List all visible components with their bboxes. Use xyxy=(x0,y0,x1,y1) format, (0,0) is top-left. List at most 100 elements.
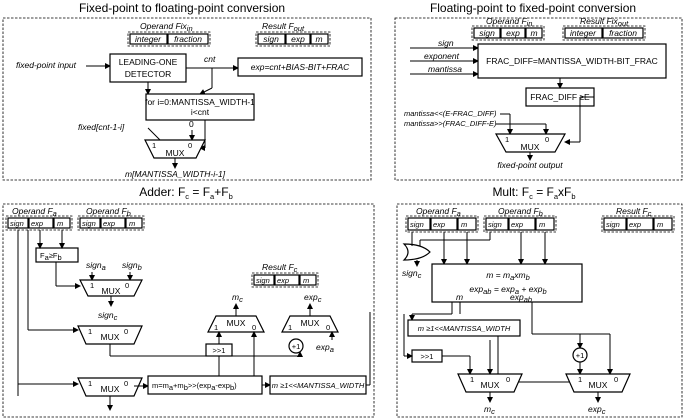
field-exp-b: exp xyxy=(103,219,115,228)
field-exp-a: exp xyxy=(31,219,43,228)
increment-node xyxy=(288,338,304,354)
mux-expc xyxy=(565,373,631,393)
fixed-output: fixed-point output xyxy=(497,160,563,170)
mux-mc-in-0: 0 xyxy=(252,323,256,332)
mux-expc-in-1: 1 xyxy=(578,375,582,384)
exp-equation: exp=cnt+BIAS-BIT+FRAC xyxy=(251,62,350,72)
field-sign-b: sign xyxy=(82,219,96,228)
field-fraction: fraction xyxy=(174,34,202,44)
result-label: Result Fixout xyxy=(580,16,629,28)
mux-exp-in-0: 0 xyxy=(124,327,128,336)
mantissa-compare-box xyxy=(407,319,521,337)
field-m-b: m xyxy=(539,220,545,229)
panel-border xyxy=(394,17,683,181)
exp-equation-box xyxy=(237,57,363,77)
mux xyxy=(494,133,567,153)
sign-b-label: signb xyxy=(122,260,142,272)
mux-sign-label: MUX xyxy=(102,286,121,296)
xor-gate xyxy=(402,243,431,261)
mux-mant-label: MUX xyxy=(101,384,120,394)
panel-title: Floating-point to fixed-point conversion xyxy=(430,1,636,15)
mux-expc-in-1: 1 xyxy=(288,323,292,332)
result-c-box xyxy=(251,272,319,288)
mc-label: mc xyxy=(232,292,243,304)
mux xyxy=(144,139,206,159)
compare-box xyxy=(35,247,79,263)
multiply-box xyxy=(431,263,583,303)
mux-in-1: 1 xyxy=(505,135,509,144)
result-box xyxy=(562,25,646,41)
mux-expc-label: MUX xyxy=(589,380,608,390)
mux-sign-in-1: 1 xyxy=(90,281,94,290)
sign-c-label: signc xyxy=(402,268,422,280)
input-exponent: exponent xyxy=(424,51,460,61)
frac-diff-box xyxy=(477,43,667,79)
mux-mant-in-0: 0 xyxy=(124,379,128,388)
mantissa-output: m[MANTISSA_WIDTH-i-1] xyxy=(125,169,226,179)
exp-eq: expab = expa + expb xyxy=(469,284,546,296)
field-exp: exp xyxy=(506,28,520,38)
field-exp-c: exp xyxy=(277,276,289,285)
panel-mult: Mult: Fc = FaxFb Operand Fa sign exp m O… xyxy=(396,185,683,418)
field-m: m xyxy=(530,28,537,38)
field-m-a: m xyxy=(57,219,63,228)
fixed-bit-label: fixed[cnt-1-i] xyxy=(78,122,125,132)
field-sign-c: sign xyxy=(606,220,620,229)
mux-exp-in-1: 1 xyxy=(88,327,92,336)
operand-box xyxy=(127,31,211,47)
field-sign-b: sign xyxy=(488,220,502,229)
mantissa-add-eq: m=ma+mb>>(expa-expb) xyxy=(152,381,237,392)
mux-expc-label: MUX xyxy=(301,318,320,328)
field-sign: sign xyxy=(479,28,495,38)
mc-label: mc xyxy=(484,404,495,416)
mux-in-1: 1 xyxy=(152,141,156,150)
sign-a-label: signa xyxy=(86,260,106,272)
mux-expc-in-0: 0 xyxy=(326,323,330,332)
increment: +1 xyxy=(292,342,301,351)
field-m-c: m xyxy=(657,220,663,229)
mux-mc-in-1: 1 xyxy=(470,375,474,384)
operand-a-box xyxy=(5,215,73,231)
m-label: m xyxy=(456,292,463,302)
for-loop-box xyxy=(145,93,255,121)
loop-line2: i<cnt xyxy=(191,107,210,117)
mux-mc xyxy=(207,315,265,333)
operand-b-label: Operand Fb xyxy=(86,206,131,218)
field-exp-c: exp xyxy=(629,220,641,229)
result-c-label: Result Fc xyxy=(262,262,298,274)
panel-title: Adder: Fc = Fa+Fb xyxy=(139,185,232,201)
mantissa-compare: m ≥1<<MANTISSA_WIDTH xyxy=(418,324,511,333)
field-sign-a: sign xyxy=(10,219,24,228)
field-exp: exp xyxy=(291,34,305,44)
mux-exp xyxy=(77,325,143,345)
mux-mant xyxy=(77,377,143,397)
frac-diff-eq: FRAC_DIFF=MANTISSA_WIDTH-BIT_FRAC xyxy=(486,56,658,66)
mux-exp-label: MUX xyxy=(101,332,120,342)
mux-in-0: 0 xyxy=(188,141,192,150)
field-exp-a: exp xyxy=(433,220,445,229)
expc-label: expc xyxy=(304,292,322,304)
expc-label: expc xyxy=(588,404,606,416)
operand-box xyxy=(471,25,545,41)
mantissa-compare: m ≥1<<MANTISSA_WIDTH xyxy=(272,381,365,390)
field-integer: integer xyxy=(570,28,597,38)
panel-border xyxy=(2,17,372,181)
increment: +1 xyxy=(576,351,585,360)
result-c-label: Result Fc xyxy=(616,206,652,218)
mux-in-0: 0 xyxy=(545,135,549,144)
field-fraction: fraction xyxy=(609,28,637,38)
field-m-c: m xyxy=(303,276,309,285)
mux-mc-in-1: 1 xyxy=(214,323,218,332)
zero-label: 0 xyxy=(189,119,194,129)
operand-b-label: Operand Fb xyxy=(498,206,543,218)
field-m-a: m xyxy=(461,220,467,229)
panel-border xyxy=(2,203,375,418)
expa-label: expa xyxy=(316,342,334,354)
mux-mc xyxy=(457,373,523,393)
panel-float-to-fixed: Floating-point to fixed-point conversion… xyxy=(394,1,683,181)
detector-line2: DETECTOR xyxy=(125,69,172,79)
shift-left-label: mantissa<<(E-FRAC_DIFF) xyxy=(404,109,497,118)
panel-border xyxy=(396,203,683,418)
operand-b-box xyxy=(77,215,145,231)
shift-right: >>1 xyxy=(213,346,226,355)
